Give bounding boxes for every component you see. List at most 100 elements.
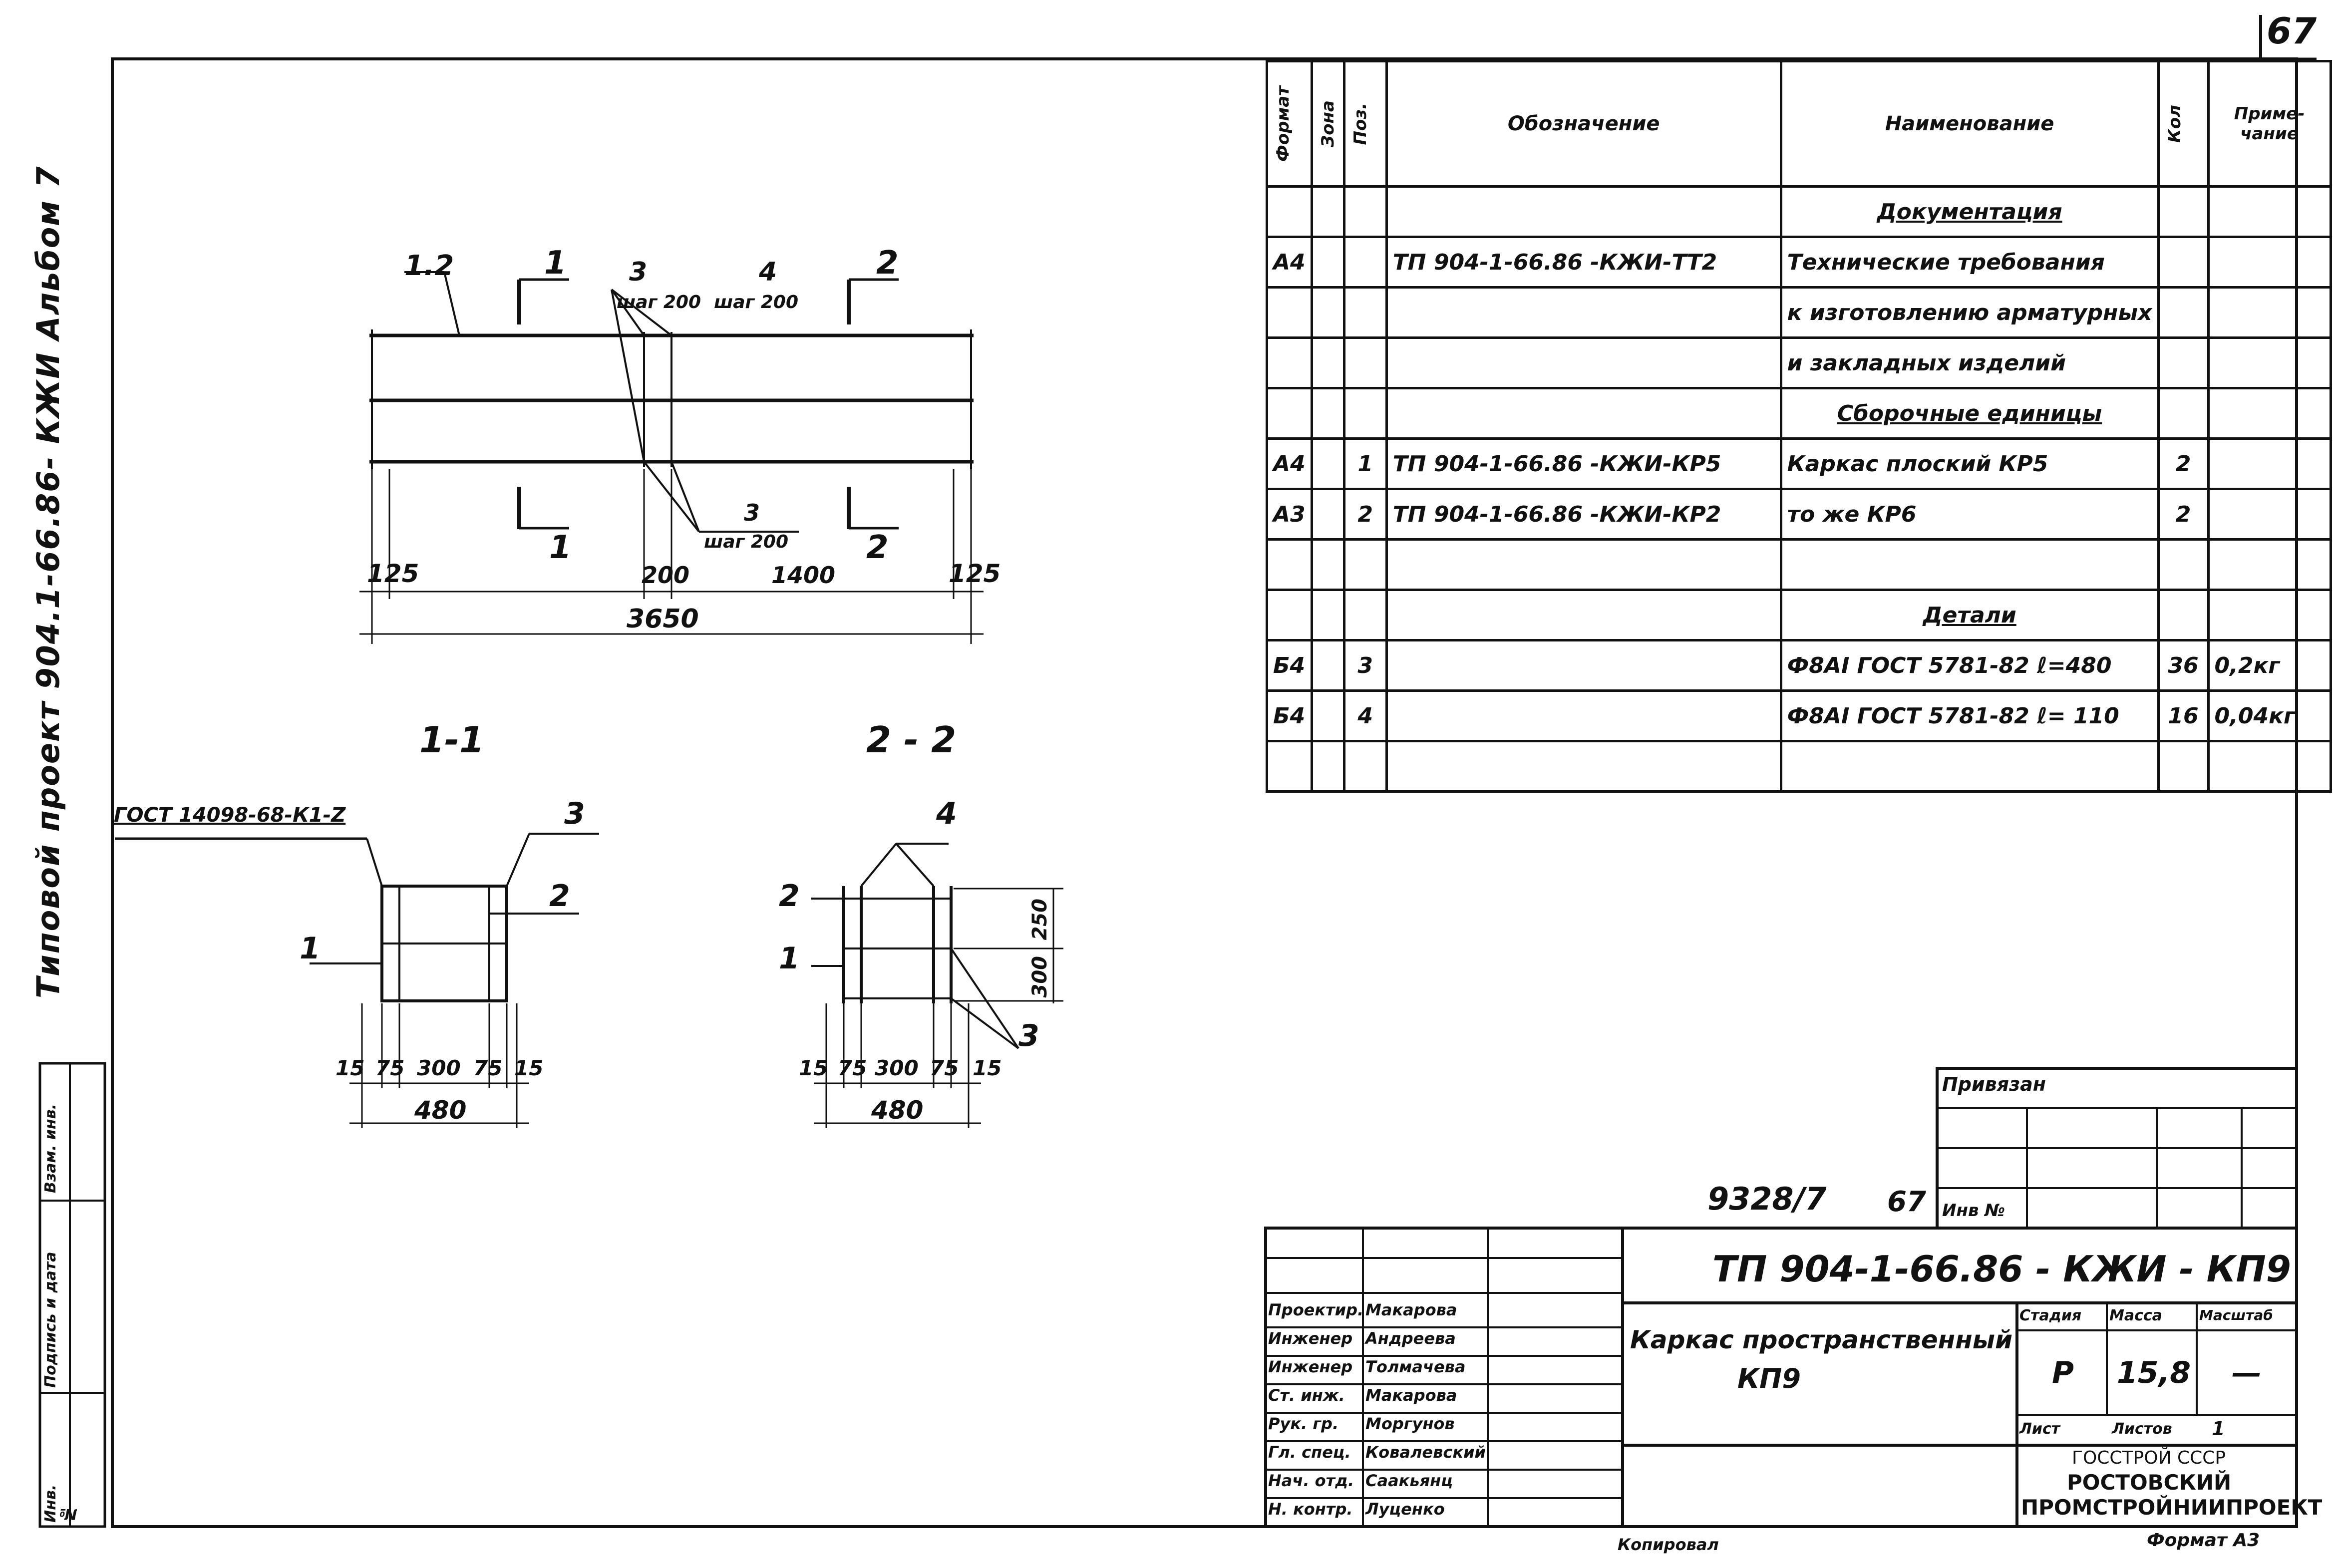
stamp-stage-label: Стадия	[2019, 1307, 2082, 1324]
spec-header-format: Формат	[1266, 60, 1313, 188]
spec-cell-zone	[1310, 639, 1345, 692]
spec-cell-name: к изготовлению арматурных	[1779, 286, 2160, 339]
signer-name: Луценко	[1365, 1500, 1445, 1519]
spec-cell-qty	[2157, 336, 2210, 389]
spec-header-name: Наименование	[1779, 60, 2160, 188]
sheet-number: 67	[2267, 10, 2317, 52]
spec-cell-note	[2207, 538, 2332, 591]
spec-cell-name	[1779, 538, 2160, 591]
signer-role: Рук. гр.	[1268, 1414, 1339, 1433]
spec-cell-format	[1266, 336, 1313, 389]
plan-label-3: 3	[629, 257, 648, 287]
spec-cell-pos	[1342, 589, 1388, 641]
spec-row: Детали	[1266, 589, 2332, 641]
spec-cell-zone	[1310, 387, 1345, 440]
spec-cell-pos	[1342, 336, 1388, 389]
spec-cell-qty	[2157, 286, 2210, 339]
plan-section-mark-1-top: 1	[544, 245, 567, 282]
section-1-1-dim-480: 480	[414, 1096, 467, 1125]
spec-cell-designation	[1385, 740, 1782, 793]
section-1-1-drawing	[115, 833, 599, 1128]
plan-label-3b: 3	[744, 499, 760, 526]
spec-cell-pos	[1342, 236, 1388, 289]
plan-section-mark-2-top: 2	[876, 245, 899, 282]
plan-step-label-2: шаг 200	[714, 292, 799, 313]
stamp-inv-label: Инв №	[1942, 1201, 2005, 1221]
signer-name: Ковалевский	[1365, 1443, 1486, 1462]
spec-cell-note: 0,04кг	[2207, 689, 2332, 742]
section-1-1-title: 1-1	[419, 719, 485, 761]
side-stamp-box	[38, 1062, 106, 1528]
plan-dim-1400: 1400	[771, 562, 836, 589]
signer-role: Нач. отд.	[1268, 1471, 1354, 1490]
signer-role: Гл. спец.	[1268, 1443, 1351, 1462]
stamp-sheets-value: 1	[2212, 1418, 2225, 1440]
spec-cell-format	[1266, 740, 1313, 793]
spec-cell-zone	[1310, 488, 1345, 541]
signer-role: Инженер	[1268, 1329, 1353, 1348]
signer-row-divider	[1266, 1497, 1623, 1499]
signer-name: Макарова	[1365, 1386, 1457, 1405]
spec-cell-zone	[1310, 236, 1345, 289]
signer-role: Проектир.	[1268, 1300, 1364, 1319]
spec-row: к изготовлению арматурных	[1266, 286, 2332, 339]
stamp-scale-label: Масштаб	[2199, 1307, 2273, 1323]
signer-row-divider	[1266, 1469, 1623, 1471]
spec-cell-note	[2207, 387, 2332, 440]
section-1-1-dim-15b: 15	[514, 1056, 544, 1080]
stamp-org-line2: РОСТОВСКИЙ	[2067, 1470, 2232, 1495]
section-2-2-title: 2 - 2	[866, 719, 957, 761]
spec-cell-name: Ф8АI ГОСТ 5781-82 ℓ= 110	[1779, 689, 2160, 742]
spec-cell-designation	[1385, 336, 1782, 389]
spec-cell-zone	[1310, 740, 1345, 793]
stamp-format-label: Формат А3	[2147, 1530, 2260, 1551]
spec-cell-designation	[1385, 387, 1782, 440]
signer-name: Андреева	[1365, 1329, 1456, 1348]
signer-name: Моргунов	[1365, 1414, 1455, 1433]
signer-row-divider	[1266, 1383, 1623, 1385]
spec-cell-qty: 2	[2157, 437, 2210, 490]
drawing-frame	[111, 57, 2298, 1528]
section-1-1-label-3: 3	[564, 796, 585, 831]
spec-cell-zone	[1310, 286, 1345, 339]
spec-cell-note	[2207, 488, 2332, 541]
spec-cell-qty	[2157, 236, 2210, 289]
spec-cell-designation: ТП 904-1-66.86 -КЖИ-КР5	[1385, 437, 1782, 490]
plan-dim-200: 200	[642, 562, 690, 589]
stamp-org-line3: ПРОМСТРОЙНИИПРОЕКТ	[2021, 1495, 2323, 1520]
spec-cell-format: А3	[1266, 488, 1313, 541]
signer-role: Ст. инж.	[1268, 1386, 1345, 1405]
spec-header-pos: Поз.	[1342, 60, 1388, 188]
spec-cell-name: Каркас плоский КР5	[1779, 437, 2160, 490]
spec-row: и закладных изделий	[1266, 336, 2332, 389]
spec-cell-format: Б4	[1266, 689, 1313, 742]
spec-cell-note	[2207, 286, 2332, 339]
spec-header-designation: Обозначение	[1385, 60, 1782, 188]
stamp-title-line1: Каркас пространственный	[1630, 1325, 2013, 1354]
spec-cell-designation	[1385, 689, 1782, 742]
spec-cell-designation: ТП 904-1-66.86 -КЖИ-КР2	[1385, 488, 1782, 541]
spec-cell-note	[2207, 336, 2332, 389]
spec-cell-pos	[1342, 740, 1388, 793]
spec-cell-qty	[2157, 538, 2210, 591]
section-2-2-label-4: 4	[936, 796, 957, 831]
spec-cell-format: Б4	[1266, 639, 1313, 692]
stamp-mass-value: 15,8	[2117, 1355, 2191, 1390]
spec-cell-qty: 36	[2157, 639, 2210, 692]
plan-label-4: 4	[759, 257, 777, 287]
spec-cell-designation	[1385, 185, 1782, 238]
spec-cell-note: 0,2кг	[2207, 639, 2332, 692]
signer-name: Макарова	[1365, 1300, 1457, 1319]
plan-dim-125-right: 125	[949, 559, 1001, 588]
signer-row-divider	[1266, 1326, 1623, 1328]
spec-cell-format	[1266, 538, 1313, 591]
section-2-2-dim-15a: 15	[799, 1056, 828, 1080]
title-block-lines	[1264, 1067, 2298, 1528]
spec-cell-zone	[1310, 538, 1345, 591]
section-1-1-label-2: 2	[549, 879, 570, 914]
section-2-2-dim-480: 480	[871, 1096, 924, 1125]
spec-cell-zone	[1310, 185, 1345, 238]
spec-cell-designation	[1385, 286, 1782, 339]
